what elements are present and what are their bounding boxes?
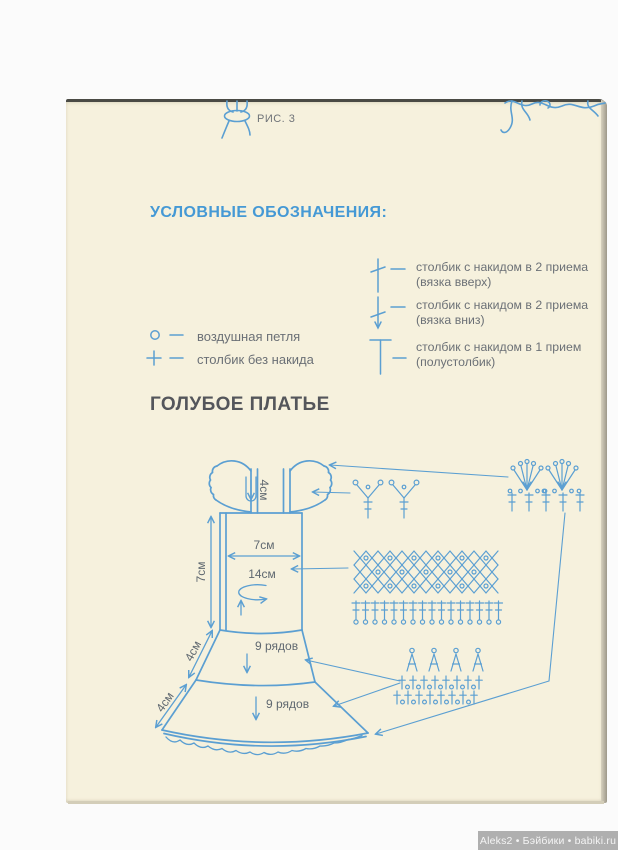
figure-label: РИС. 3 <box>257 113 296 125</box>
legend-item-label: столбик с накидом в 2 приема <box>416 260 589 274</box>
legend-item-sublabel: (вязка вниз) <box>416 312 485 327</box>
watermark: Aleks2 • Бэйбики • babiki.ru <box>478 831 618 850</box>
legend-item-dc-2step-down: столбик с накидом в 2 приема (вязка вниз… <box>416 298 588 327</box>
legend-item-hdc: столбик с накидом в 1 прием (полустолбик… <box>416 340 581 369</box>
legend-item-sublabel: (полустолбик) <box>416 354 496 369</box>
legend-item-single-crochet: столбик без накида <box>197 352 314 367</box>
page-edge-shadow-right <box>601 100 607 803</box>
pattern-title: ГОЛУБОЕ ПЛАТЬЕ <box>150 394 330 415</box>
legend-title: УСЛОВНЫЕ ОБОЗНАЧЕНИЯ: <box>150 204 388 221</box>
legend-item-chain-loop: воздушная петля <box>197 329 301 344</box>
page-edge-shadow-bottom <box>68 801 604 804</box>
legend-item-dc-2step-up: столбик с накидом в 2 приема (вязка ввер… <box>416 260 588 289</box>
legend-item-label: столбик с накидом в 1 прием <box>416 340 582 354</box>
legend-item-sublabel: (вязка вверх) <box>416 274 492 289</box>
legend-item-label: столбик с накидом в 2 приема <box>416 298 589 312</box>
